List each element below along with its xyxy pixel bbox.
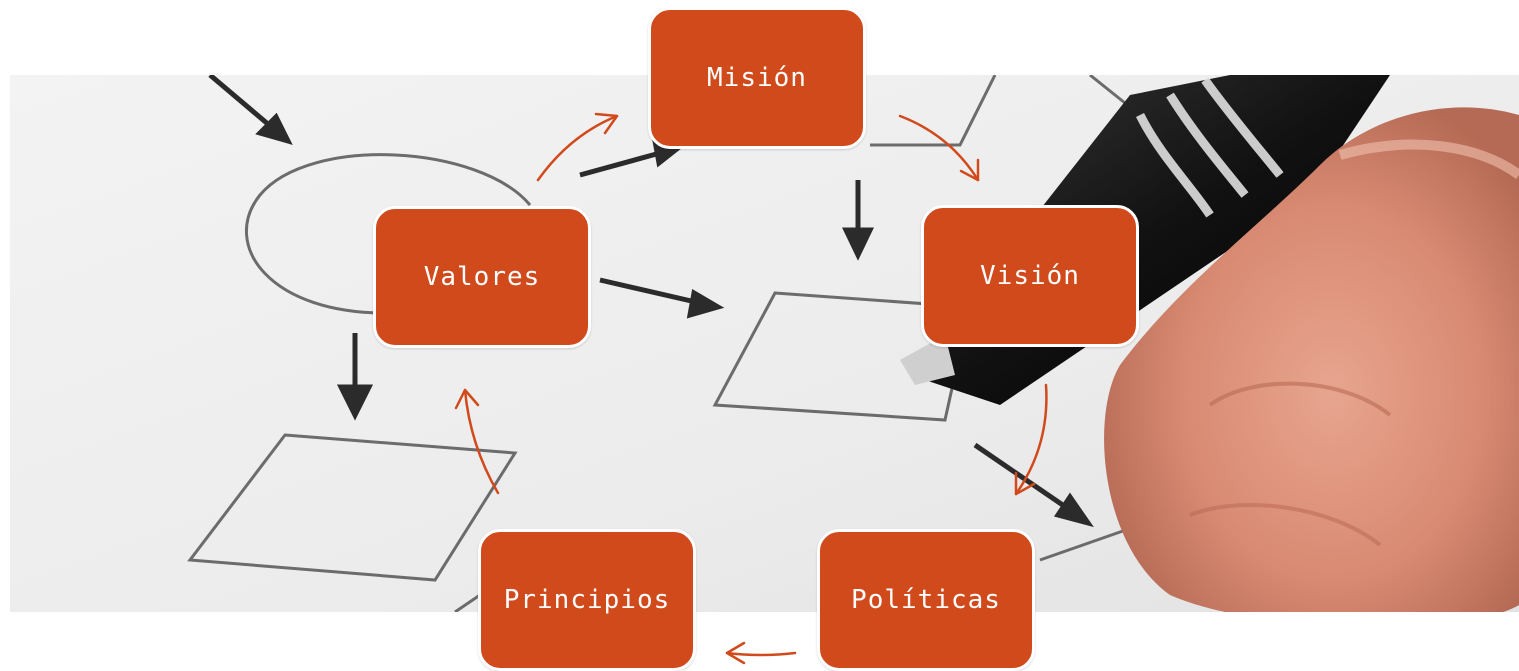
arrow-head-principios-to-valores xyxy=(454,388,480,410)
node-politicas-label: Políticas xyxy=(851,585,1001,615)
arrow-vision-to-politicas xyxy=(1014,383,1048,496)
node-principios-label: Principios xyxy=(503,585,671,615)
node-vision-label: Visión xyxy=(980,261,1080,291)
node-mision: Misión xyxy=(648,7,866,149)
arrow-principios-to-valores xyxy=(463,388,500,495)
arrow-head-politicas-to-principios xyxy=(725,641,746,665)
arrow-head-vision-to-politicas xyxy=(1014,471,1036,496)
arrow-head-mision-to-vision xyxy=(959,158,980,182)
arrow-mision-to-vision xyxy=(898,114,980,182)
node-principios: Principios xyxy=(478,529,696,671)
arrow-head-valores-to-mision xyxy=(594,112,619,135)
node-politicas: Políticas xyxy=(817,529,1035,671)
background-photo xyxy=(10,75,1519,612)
arrow-valores-to-mision xyxy=(536,114,619,182)
node-valores-label: Valores xyxy=(423,262,541,292)
node-valores: Valores xyxy=(373,206,591,348)
node-vision: Visión xyxy=(921,205,1139,347)
arrow-politicas-to-principios xyxy=(725,651,797,657)
node-mision-label: Misión xyxy=(707,63,807,93)
